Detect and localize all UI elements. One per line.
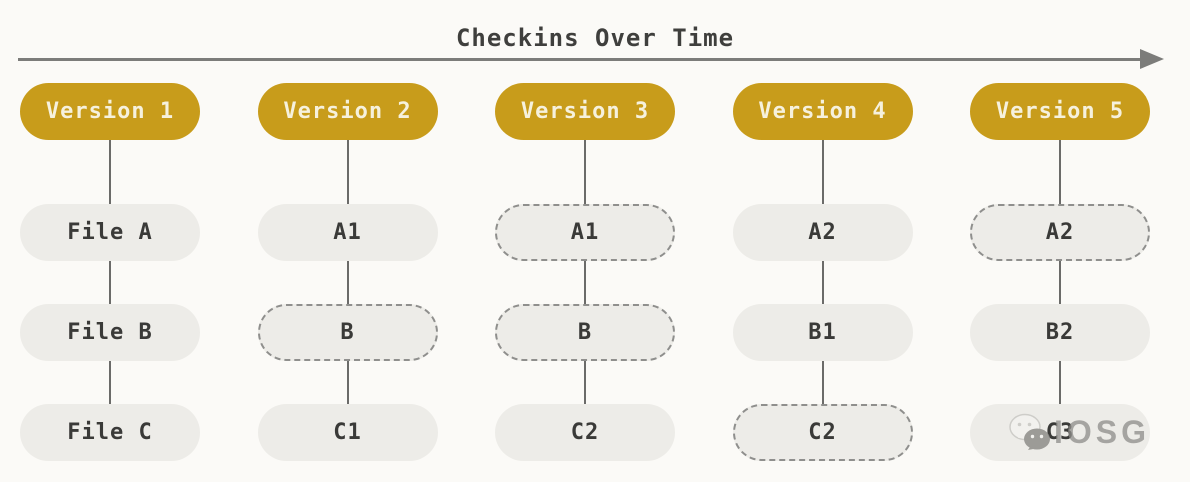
file-pill: File A IOSG (20, 204, 200, 261)
connector-line (1059, 140, 1061, 204)
file-pill: A2 IOSG (732, 204, 913, 261)
file-pill-label: A2 (1045, 220, 1075, 245)
file-pill: C2 IOSG (495, 404, 675, 461)
arrow-head-icon (1140, 49, 1164, 69)
connector-line (109, 261, 111, 304)
file-pill: B IOSG (495, 304, 675, 361)
file-pill-label: A1 (570, 220, 600, 245)
file-pill-label: C1 (333, 420, 362, 445)
file-pill-label: A2 (808, 220, 837, 245)
version-column: Version 4 A2 IOSG B1 (732, 83, 913, 461)
connector-line (109, 361, 111, 404)
file-pill-label: C2 (808, 420, 837, 445)
file-pill: C1 IOSG (257, 404, 438, 461)
connector-line (821, 140, 824, 204)
version-pill-label: Version 3 (520, 99, 650, 124)
version-pill-label: Version 5 (995, 99, 1125, 124)
version-pill: Version 2 (257, 83, 438, 140)
file-pill: B2 IOSG (970, 304, 1150, 361)
file-pill-label: C3 (1045, 420, 1075, 445)
connector-line (821, 361, 824, 404)
timeline-arrow (18, 49, 1164, 69)
version-column: Version 5 A2 IOSG B2 (970, 83, 1150, 461)
connector-line (346, 140, 349, 204)
connector-line (821, 261, 824, 304)
connector-line (584, 140, 586, 204)
file-pill: File C IOSG (20, 404, 200, 461)
file-pill: File B IOSG (20, 304, 200, 361)
file-pill-label: File B (67, 320, 153, 345)
version-pill: Version 1 (20, 83, 200, 140)
connector-line (346, 261, 349, 304)
version-columns: Version 1 File A IOSG (20, 83, 1150, 461)
file-pill-label: B1 (808, 320, 837, 345)
file-pill-label: File A (67, 220, 153, 245)
version-pill-label: Version 1 (45, 99, 175, 124)
version-pill-label: Version 4 (758, 99, 887, 124)
version-pill: Version 4 (732, 83, 913, 140)
version-column: Version 3 A1 IOSG B (495, 83, 675, 461)
file-pill-label: A1 (333, 220, 362, 245)
version-pill: Version 3 (495, 83, 675, 140)
file-pill-label: B (577, 320, 593, 345)
connector-line (1059, 261, 1061, 304)
file-pill: A1 IOSG (257, 204, 438, 261)
diagram-title: Checkins Over Time (455, 24, 735, 52)
file-pill: A2 IOSG (970, 204, 1150, 261)
file-pill-label: C2 (570, 420, 600, 445)
connector-line (109, 140, 111, 204)
file-pill: C2 IOSG (732, 404, 913, 461)
file-pill: B1 IOSG (732, 304, 913, 361)
connector-line (584, 261, 586, 304)
version-column: Version 1 File A IOSG (20, 83, 200, 461)
file-pill: A1 IOSG (495, 204, 675, 261)
file-pill-label: B2 (1045, 320, 1075, 345)
file-pill-label: File C (67, 420, 153, 445)
connector-line (346, 361, 349, 404)
version-pill: Version 5 (970, 83, 1150, 140)
file-pill: B IOSG (257, 304, 438, 361)
version-pill-label: Version 2 (283, 99, 412, 124)
file-pill-label: B (340, 320, 355, 345)
connector-line (584, 361, 586, 404)
connector-line (1059, 361, 1061, 404)
file-pill: C3 IOSG (970, 404, 1150, 461)
watermark: IOSG (1008, 404, 1150, 461)
version-column: Version 2 A1 IOSG B (257, 83, 438, 461)
